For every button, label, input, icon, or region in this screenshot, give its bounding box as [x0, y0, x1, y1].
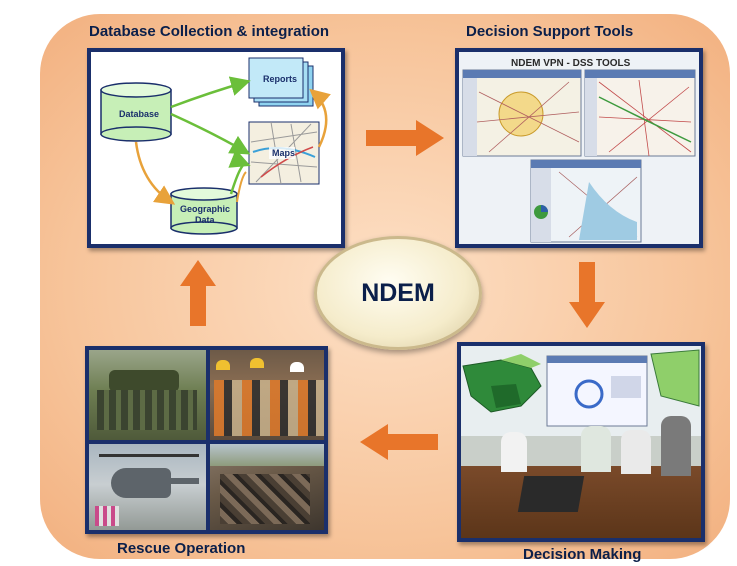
ndem-center-badge: NDEM — [314, 236, 482, 350]
db-collection-title: Database Collection & integration — [89, 23, 330, 40]
decision-support-panel: NDEM VPN - DSS TOOLS — [455, 48, 703, 248]
rescue-operation-title: Rescue Operation — [117, 540, 246, 557]
rescue-photo-soldiers — [89, 350, 206, 440]
meeting-participants — [461, 416, 701, 486]
db-collection-panel: Database Reports Maps Geographic Data — [87, 48, 345, 248]
arrow-down-icon — [569, 262, 605, 328]
decision-making-panel — [457, 342, 705, 542]
meeting-wall-map — [461, 346, 701, 436]
arrow-right-icon — [366, 120, 444, 156]
geographic-data-cylinder: Geographic Data — [170, 187, 238, 235]
rescue-photo-crowd — [210, 350, 324, 440]
database-cylinder: Database — [100, 82, 172, 142]
dss-screenshots — [462, 69, 696, 243]
db-diagram: Database Reports Maps Geographic Data — [100, 57, 331, 235]
reports-stack: Reports — [248, 57, 314, 107]
ndem-label: NDEM — [361, 278, 435, 307]
maps-label: Maps — [272, 148, 295, 158]
maps-image: Maps — [248, 121, 320, 185]
decision-making-title: Decision Making — [523, 546, 642, 563]
geographic-label-1: Geographic — [180, 204, 230, 214]
reports-label: Reports — [263, 74, 297, 84]
arrow-left-icon — [360, 424, 438, 460]
rescue-operation-panel — [85, 346, 328, 534]
geographic-label-2: Data — [195, 215, 216, 225]
dss-header-label: NDEM VPN - DSS TOOLS — [511, 58, 631, 69]
database-label: Database — [119, 109, 159, 119]
meeting-laptops — [517, 476, 585, 512]
arrow-up-icon — [180, 260, 216, 326]
rescue-photo-debris — [210, 444, 324, 530]
rescue-photo-helicopter — [89, 444, 206, 530]
decision-support-title: Decision Support Tools — [466, 23, 634, 40]
